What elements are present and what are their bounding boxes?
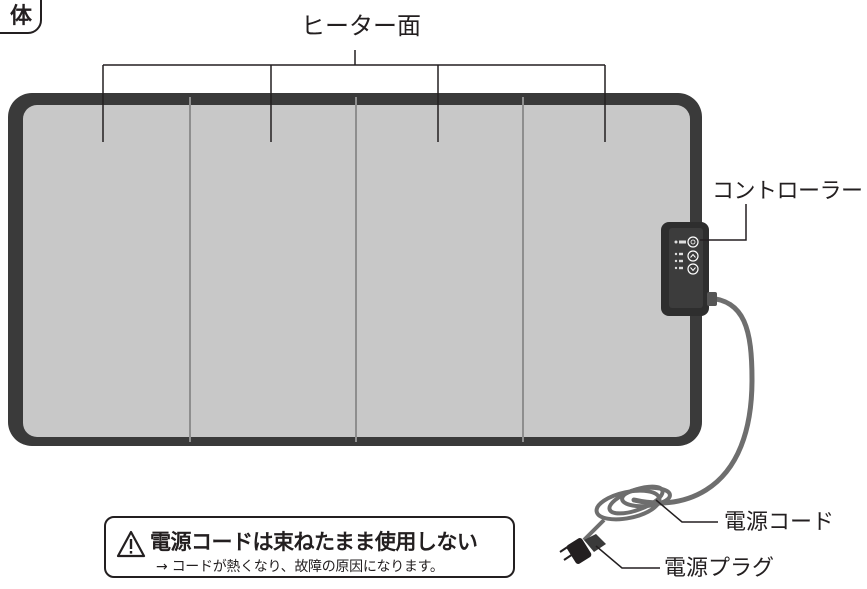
down-icon[interactable] (687, 263, 699, 275)
warning-detail-line: → コードが熱くなり、故障の原因になります。 (156, 556, 444, 576)
power-cord-leader (655, 499, 718, 523)
arrow-icon: → (156, 559, 168, 575)
power-plug-leader (595, 545, 660, 569)
power-plug-label: 電源プラグ (664, 556, 775, 581)
controller (661, 222, 717, 316)
controller-leader (700, 204, 747, 241)
cord-strain-relief (707, 292, 717, 306)
corner-tag: 体 (0, 0, 42, 34)
warning-triangle-icon (116, 530, 146, 558)
power-icon[interactable] (687, 236, 699, 248)
heater-surface-label: ヒーター面 (301, 12, 421, 40)
power-cord-label: 電源コード (724, 510, 835, 535)
warning-detail: コードが熱くなり、故障の原因になります。 (171, 559, 444, 575)
bundled-cord (582, 484, 672, 542)
warning-box: 電源コードは束ねたまま使用しない → コードが熱くなり、故障の原因になります。 (104, 516, 515, 578)
heater-surface-leader (102, 50, 606, 142)
warning-title: 電源コードは束ねたまま使用しない (150, 530, 478, 554)
up-icon[interactable] (687, 250, 699, 262)
power-cord (631, 295, 755, 506)
controller-label: コントローラー (712, 179, 863, 204)
power-plug (559, 534, 606, 564)
